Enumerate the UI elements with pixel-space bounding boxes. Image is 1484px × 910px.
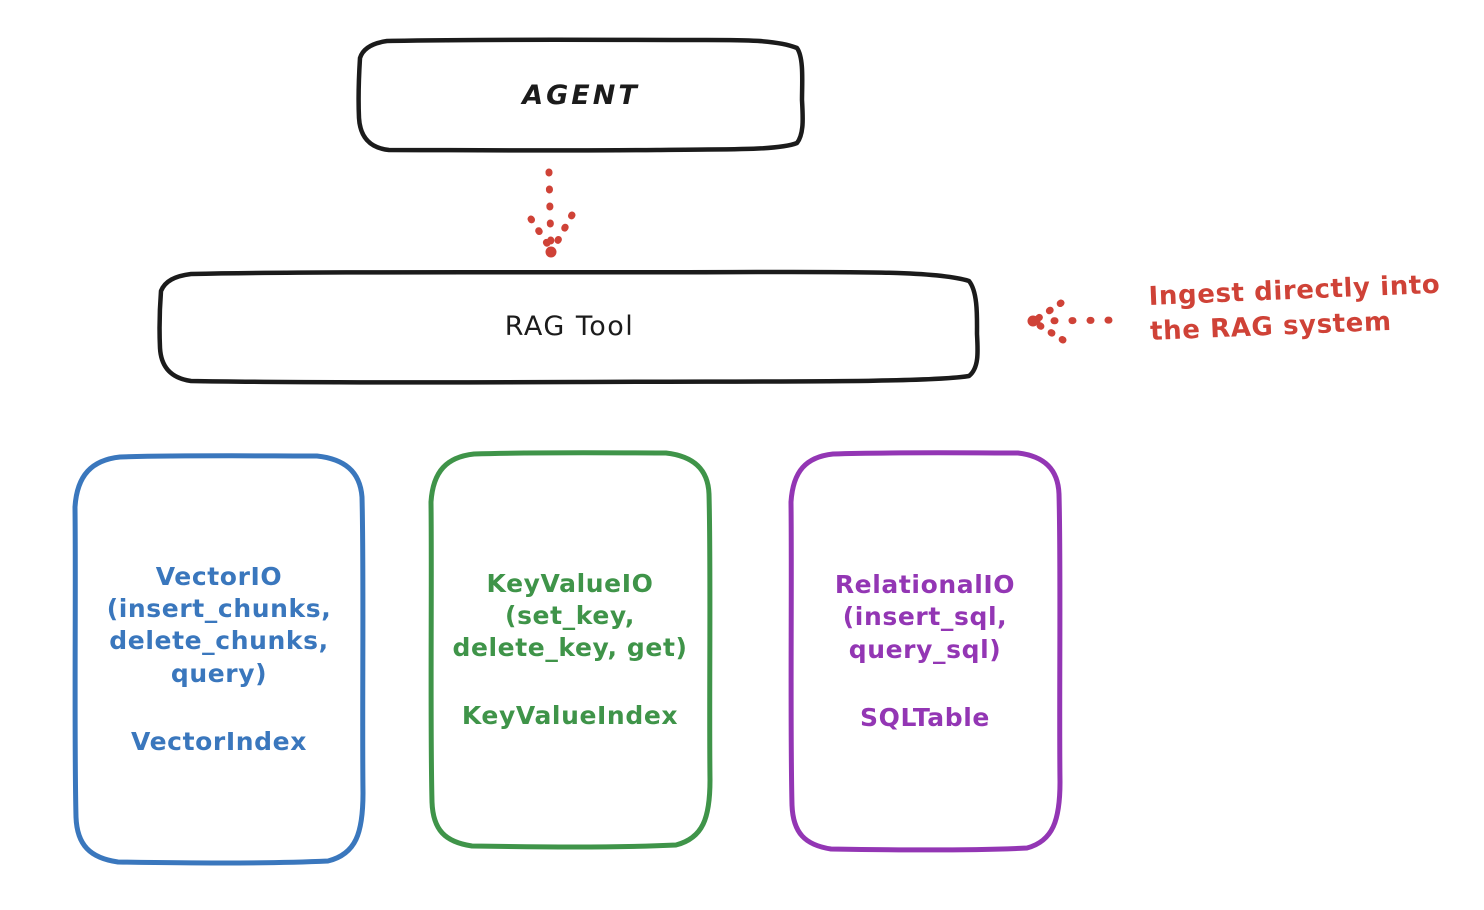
- node-key-value-io-index-label: KeyValueIndex: [461, 701, 679, 731]
- node-rag-tool-label: RAG Tool: [504, 311, 635, 342]
- connector-agent-to-rag-tool: [527, 168, 576, 258]
- node-relational-io-interface-label: RelationalIO (insert_sql, query_sql): [834, 570, 1016, 664]
- node-agent-label: AGENT: [522, 79, 640, 111]
- node-rag-tool[interactable]: RAG Tool: [157, 269, 982, 385]
- node-relational-io-index-label: SQLTable: [860, 702, 990, 732]
- annotation-ingest-directly: Ingest directly into the RAG system: [1148, 269, 1441, 347]
- connector-ingest-to-rag-tool: [1027, 299, 1128, 344]
- node-key-value-io-outline: [428, 450, 713, 850]
- node-rag-tool-outline: [157, 269, 980, 385]
- node-vector-io-index-label: VectorIndex: [131, 726, 307, 756]
- node-relational-io-outline: [788, 450, 1063, 853]
- node-key-value-io-interface-label: KeyValueIO (set_key, delete_key, get): [452, 568, 688, 663]
- node-vector-io[interactable]: VectorIO (insert_chunks, delete_chunks, …: [72, 453, 366, 866]
- node-agent[interactable]: AGENT: [356, 37, 805, 153]
- node-relational-io[interactable]: RelationalIO (insert_sql, query_sql) SQL…: [788, 450, 1063, 853]
- node-key-value-io[interactable]: KeyValueIO (set_key, delete_key, get) Ke…: [428, 450, 713, 850]
- node-agent-outline: [356, 37, 805, 153]
- node-vector-io-interface-label: VectorIO (insert_chunks, delete_chunks, …: [106, 561, 332, 688]
- node-vector-io-outline: [72, 453, 366, 866]
